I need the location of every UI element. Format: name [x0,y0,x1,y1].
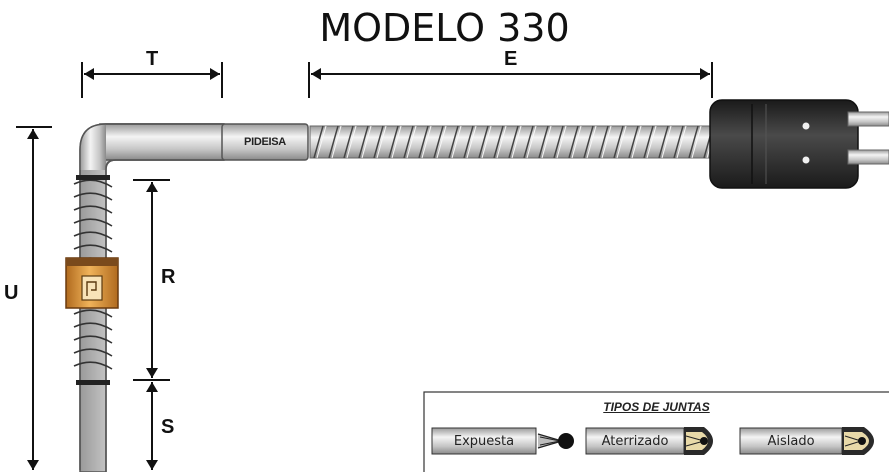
armor-winding [343,125,354,159]
armor-winding [493,125,504,159]
spring-bottom-band [76,380,110,385]
armor-winding [448,125,459,159]
armor-winding [673,125,684,159]
armor-winding-highlight [376,125,387,159]
ferrule-body [221,123,309,161]
dimension-label-t: T [146,48,159,70]
armor-winding-highlight [526,125,537,159]
spring-coil [73,322,113,331]
armor-winding-highlight [586,125,597,159]
armor-winding [583,125,594,159]
armor-winding-highlight [676,125,687,159]
dimension-label-s: S [161,416,175,438]
armor-winding-highlight [316,125,327,159]
dimension-label-e: E [504,48,518,70]
dimension-r [133,179,170,381]
connector-pin-icon [802,156,810,164]
flexible-armor [309,125,717,159]
spring-top-band [76,175,110,180]
armor-winding-highlight [646,125,657,159]
armor-winding-highlight [331,125,342,159]
armor-winding-highlight [346,125,357,159]
probe-sheath [79,123,225,472]
dimension-label-r: R [161,266,176,288]
armor-winding-highlight [661,125,672,159]
spring-coil [73,361,113,370]
armor-winding [328,125,339,159]
dimension-t [81,62,223,98]
armor-winding [373,125,384,159]
sheath-brand-label: PIDEISA [244,136,286,148]
bayonet-adapter [65,257,119,309]
armor-winding-highlight [361,125,372,159]
armor-winding [523,125,534,159]
armor-winding [688,125,699,159]
armor-winding-highlight [691,125,702,159]
armor-winding [598,125,609,159]
armor-winding-highlight [571,125,582,159]
spring-coil [73,348,113,357]
armor-winding-highlight [391,125,402,159]
armor-winding [613,125,624,159]
spring-coil [73,309,113,318]
armor-winding [538,125,549,159]
armor-winding [418,125,429,159]
armor-winding-highlight [466,125,477,159]
legend-title: TIPOS DE JUNTAS [603,400,710,414]
dimension-e [308,62,713,98]
junction-label-aterrizado: Aterrizado [601,433,669,449]
page-title: MODELO 330 [319,6,570,50]
spring-coil [73,205,113,214]
spring-coil [73,244,113,253]
dimension-label-u: U [4,282,19,304]
armor-winding-highlight [541,125,552,159]
spring-coil [73,192,113,201]
armor-winding-highlight [511,125,522,159]
connector-pin-icon [802,122,810,130]
armor-winding [358,125,369,159]
junction-legend [423,391,889,472]
armor-winding [553,125,564,159]
spring-coil [73,231,113,240]
armor-winding [433,125,444,159]
armor-winding-highlight [556,125,567,159]
armor-winding [508,125,519,159]
armor-winding-highlight [496,125,507,159]
armor-winding-highlight [601,125,612,159]
armor-winding [643,125,654,159]
armor-winding-highlight [421,125,432,159]
armor-winding [658,125,669,159]
connector [709,99,889,189]
spring-coil [73,179,113,188]
spring-coil [73,335,113,344]
spring-coil [73,218,113,227]
armor-winding-highlight [451,125,462,159]
junction-expuesta-box [431,427,537,455]
armor-winding [313,125,324,159]
isolated-junction-icon [858,437,866,445]
armor-winding-highlight [436,125,447,159]
armor-winding-highlight [481,125,492,159]
armor-winding [568,125,579,159]
exposed-junction-icon [558,433,574,449]
armor-winding-highlight [616,125,627,159]
junction-label-aislado: Aislado [767,433,815,449]
dimension-s [146,382,158,470]
dimension-u [16,126,52,470]
armor-winding [388,125,399,159]
armor-winding [478,125,489,159]
armor-winding-highlight [631,125,642,159]
grounded-junction-icon [700,437,708,445]
junction-label-expuesta: Expuesta [453,433,515,449]
armor-winding-highlight [406,125,417,159]
armor-winding [403,125,414,159]
armor-winding [628,125,639,159]
armor-winding [463,125,474,159]
